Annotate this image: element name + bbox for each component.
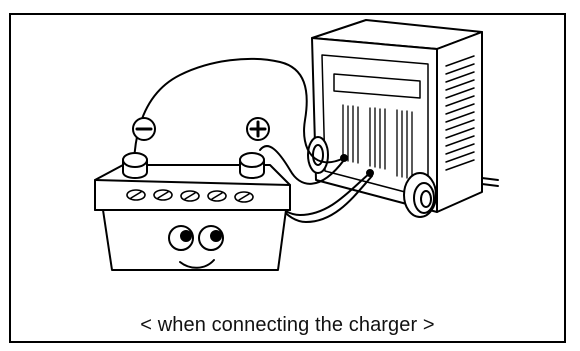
plus-circle-icon — [247, 118, 269, 140]
charger-connection-illustration — [0, 0, 580, 290]
battery-charger-icon — [308, 20, 498, 217]
battery-with-face-icon — [95, 153, 290, 270]
figure-caption: < when connecting the charger > — [9, 314, 566, 337]
minus-circle-icon — [133, 118, 155, 140]
